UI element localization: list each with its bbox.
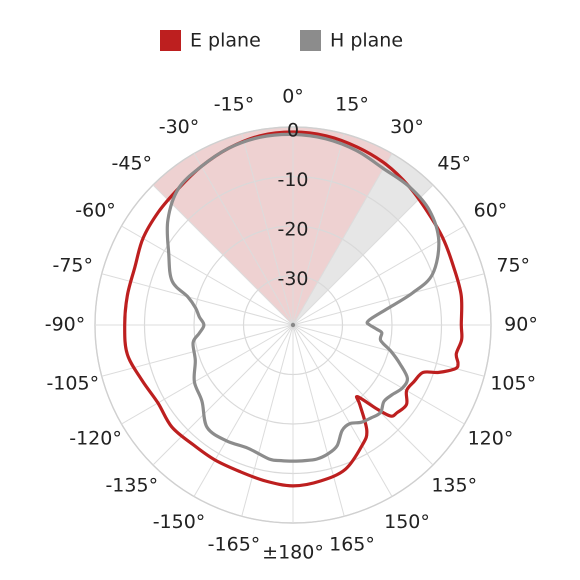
grid-spoke bbox=[193, 324, 294, 497]
grid-spoke bbox=[101, 273, 294, 326]
angle-tick-label: 120° bbox=[468, 428, 514, 450]
grid-spoke bbox=[241, 133, 294, 326]
angle-tick-label: -135° bbox=[105, 475, 158, 497]
radial-tick-labels: 0 -10 -20 -30 bbox=[277, 120, 308, 291]
sector-layer bbox=[152, 127, 434, 326]
legend-swatch bbox=[300, 30, 321, 51]
legend: E plane H plane bbox=[160, 30, 403, 52]
angle-tick-label: -150° bbox=[153, 511, 206, 533]
angle-tick-label: -105° bbox=[46, 373, 99, 395]
series-line-e-plane bbox=[123, 130, 464, 488]
angle-tick-label: -45° bbox=[112, 152, 153, 174]
angle-tick-label: 45° bbox=[437, 152, 471, 174]
angle-tick-label: -30° bbox=[159, 116, 200, 138]
angle-tick-label: -165° bbox=[208, 534, 261, 556]
angle-tick-label: 0° bbox=[282, 86, 304, 108]
legend-label: H plane bbox=[330, 30, 403, 52]
grid-spoke bbox=[292, 324, 345, 517]
angle-tick-label: -120° bbox=[69, 428, 122, 450]
legend-item-h-plane: H plane bbox=[300, 30, 403, 52]
sector-e-plane bbox=[152, 127, 392, 326]
sector-h-plane bbox=[293, 153, 434, 325]
grid-spoke bbox=[292, 324, 465, 425]
series-line-h-plane bbox=[165, 132, 441, 463]
grid-spoke bbox=[152, 324, 294, 466]
center-point bbox=[290, 322, 296, 328]
radial-tick-label: -30 bbox=[277, 268, 308, 290]
grid-spoke bbox=[193, 153, 294, 326]
radial-tick-label: -20 bbox=[277, 219, 308, 241]
grid-spoke bbox=[241, 324, 294, 517]
angle-tick-label: 15° bbox=[335, 93, 369, 115]
radial-tick-label: 0 bbox=[287, 120, 299, 142]
grid-spoke bbox=[292, 153, 393, 326]
series-layer bbox=[123, 130, 464, 488]
angle-tick-label: -15° bbox=[214, 93, 255, 115]
legend-swatch bbox=[160, 30, 181, 51]
angle-tick-label: 165° bbox=[329, 534, 375, 556]
angle-tick-label: 150° bbox=[384, 511, 430, 533]
angle-tick-label: 90° bbox=[504, 314, 538, 336]
angle-tick-label: 135° bbox=[431, 475, 477, 497]
grid-layer bbox=[94, 126, 492, 524]
radial-tick-label: -10 bbox=[277, 169, 308, 191]
angle-tick-label: 105° bbox=[490, 373, 536, 395]
angle-tick-label: 30° bbox=[390, 116, 424, 138]
grid-spoke bbox=[292, 225, 465, 326]
legend-item-e-plane: E plane bbox=[160, 30, 261, 52]
angle-tick-label: 60° bbox=[474, 200, 508, 222]
grid-spoke bbox=[292, 324, 434, 466]
grid-spoke bbox=[292, 133, 345, 326]
legend-label: E plane bbox=[190, 30, 261, 52]
grid-spoke bbox=[101, 324, 294, 377]
angle-tick-label: -60° bbox=[75, 200, 116, 222]
grid-spoke bbox=[152, 184, 294, 326]
angle-tick-label: ±180° bbox=[262, 542, 324, 564]
angle-tick-labels: 0° 15° 30° 45° 60° 75° 90° 105° 120° 135°150° 165°… bbox=[45, 86, 538, 564]
angle-tick-label: -90° bbox=[45, 314, 86, 336]
grid-spoke bbox=[292, 273, 485, 326]
grid-spoke bbox=[292, 324, 393, 497]
grid-spoke bbox=[121, 324, 294, 425]
angle-tick-label: -75° bbox=[52, 254, 93, 276]
angle-tick-label: 75° bbox=[496, 254, 530, 276]
grid-spoke bbox=[121, 225, 294, 326]
grid-spoke bbox=[292, 184, 434, 326]
